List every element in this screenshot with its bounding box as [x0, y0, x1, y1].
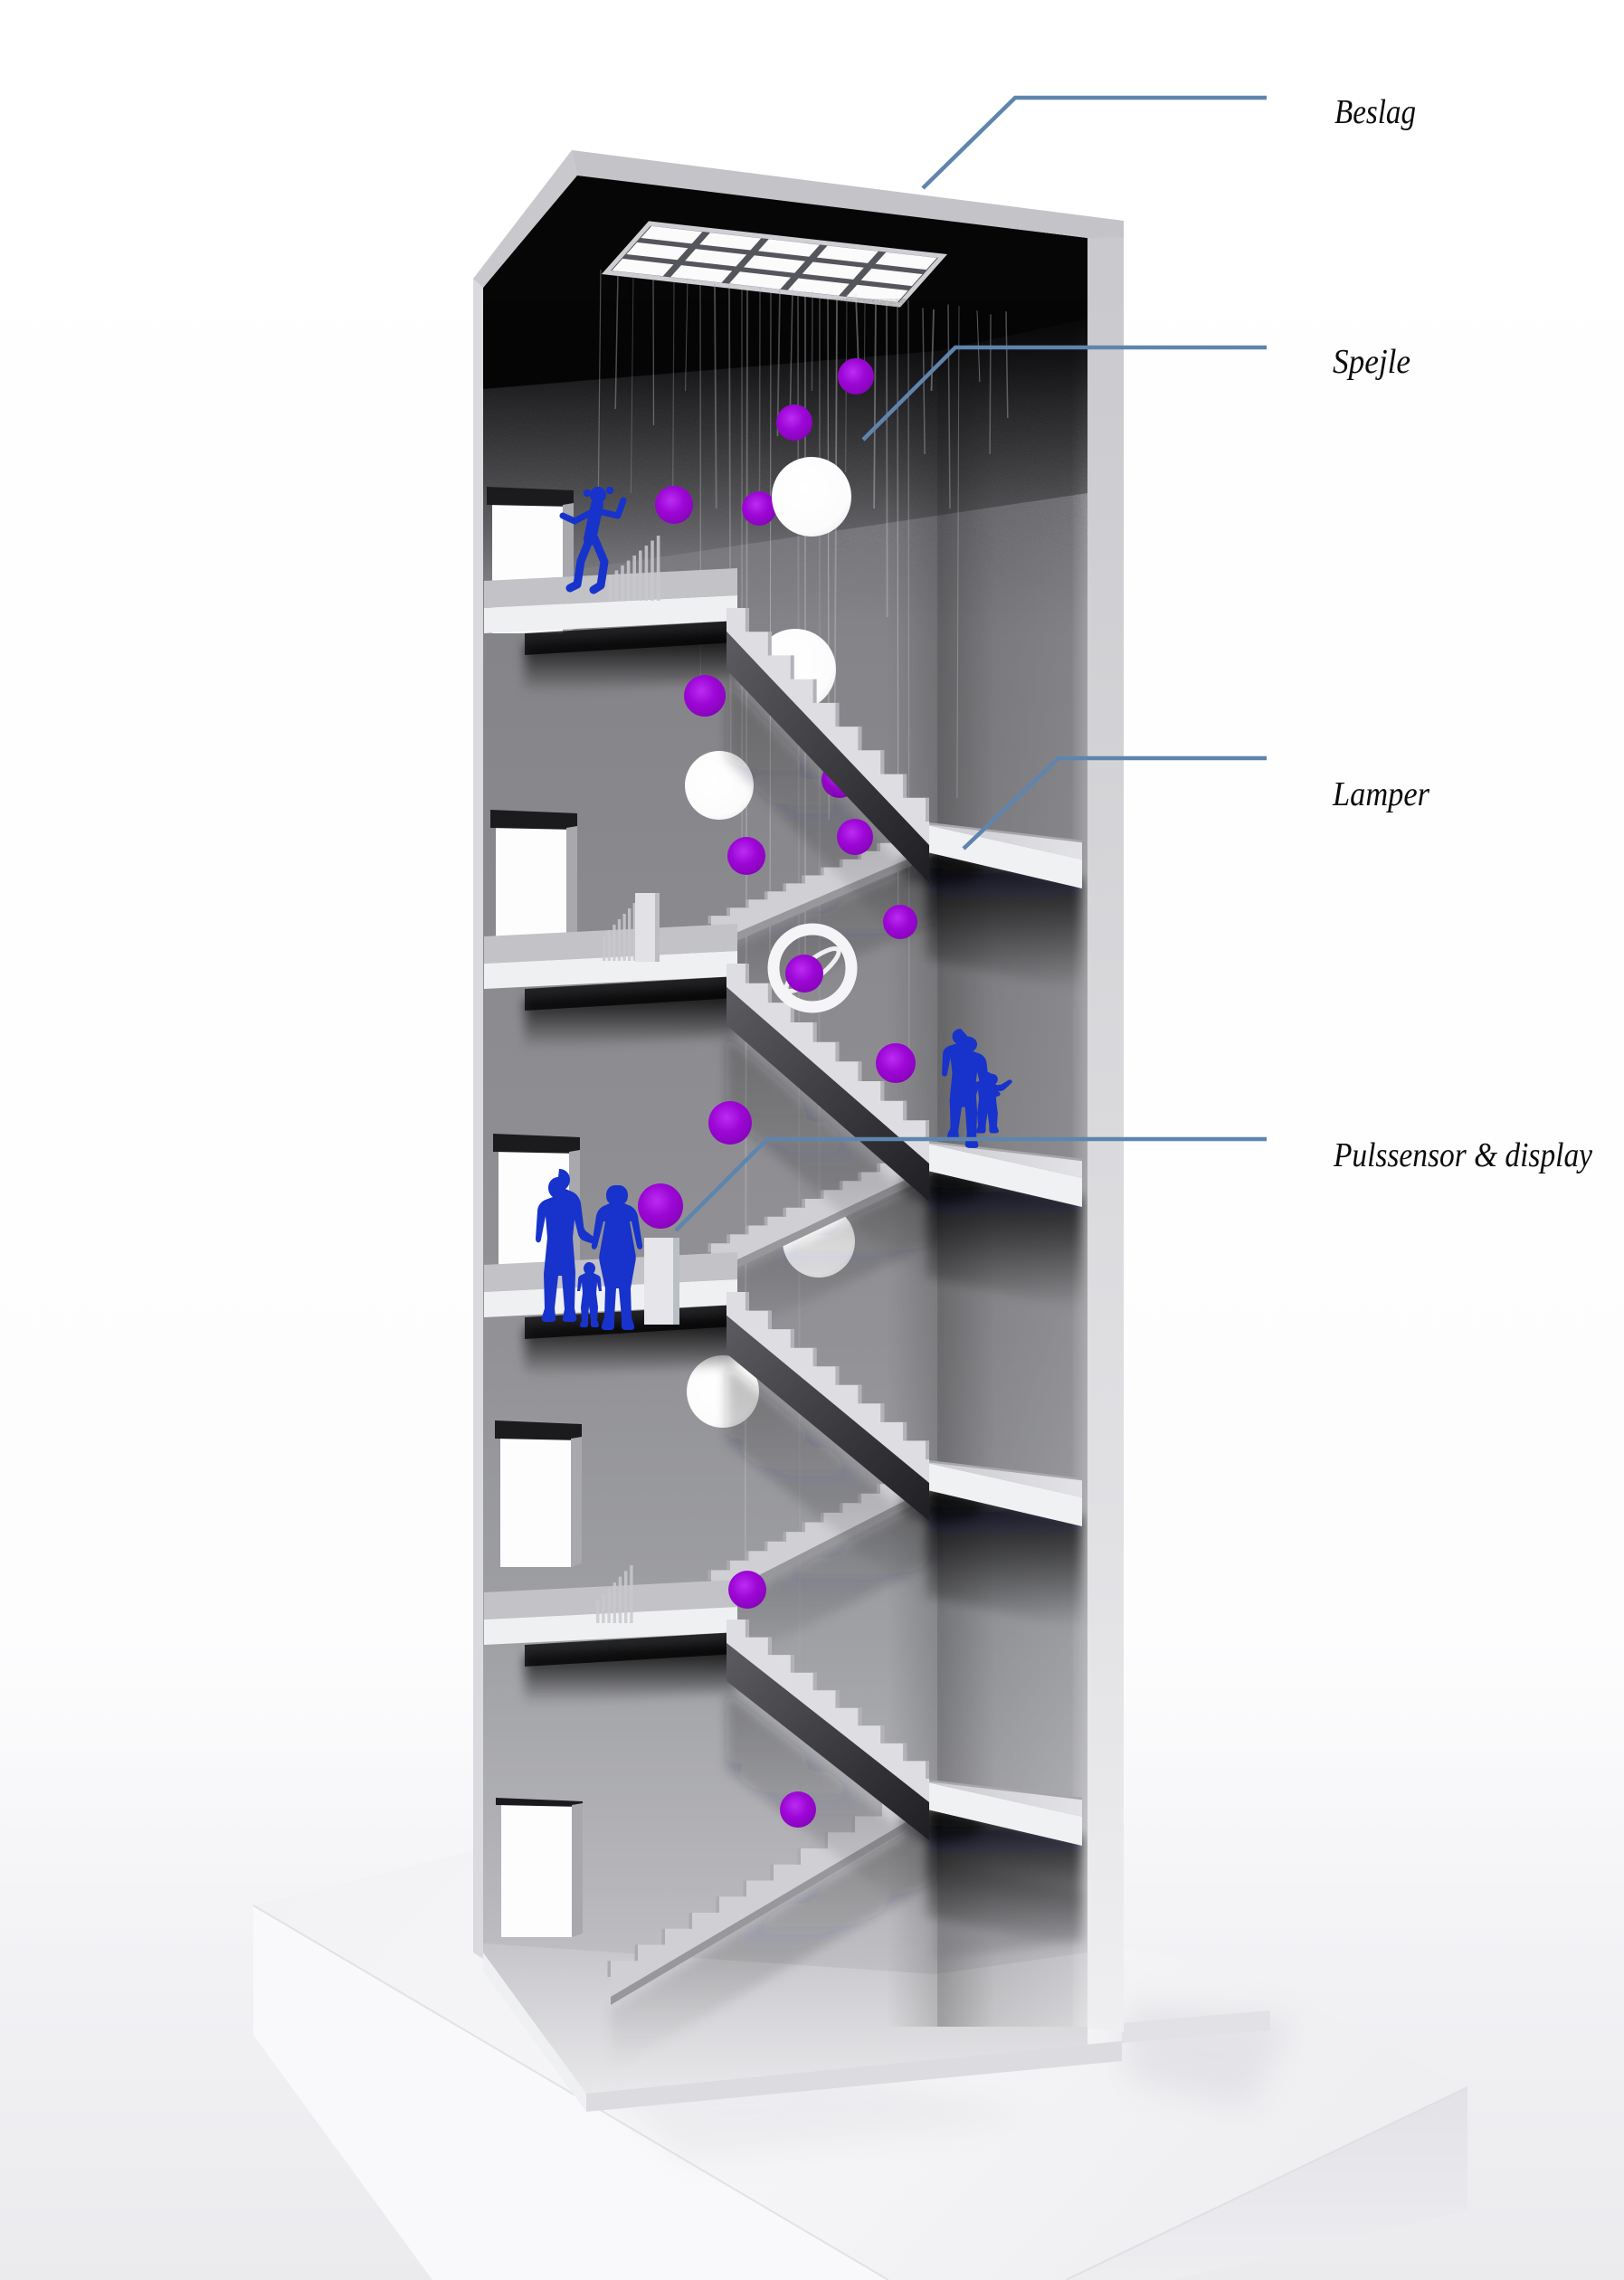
svg-text:Spejle: Spejle [1333, 343, 1410, 381]
svg-text:Beslag: Beslag [1334, 93, 1416, 131]
svg-text:Pulssensor & display: Pulssensor & display [1333, 1136, 1592, 1174]
svg-text:Lamper: Lamper [1332, 775, 1429, 813]
